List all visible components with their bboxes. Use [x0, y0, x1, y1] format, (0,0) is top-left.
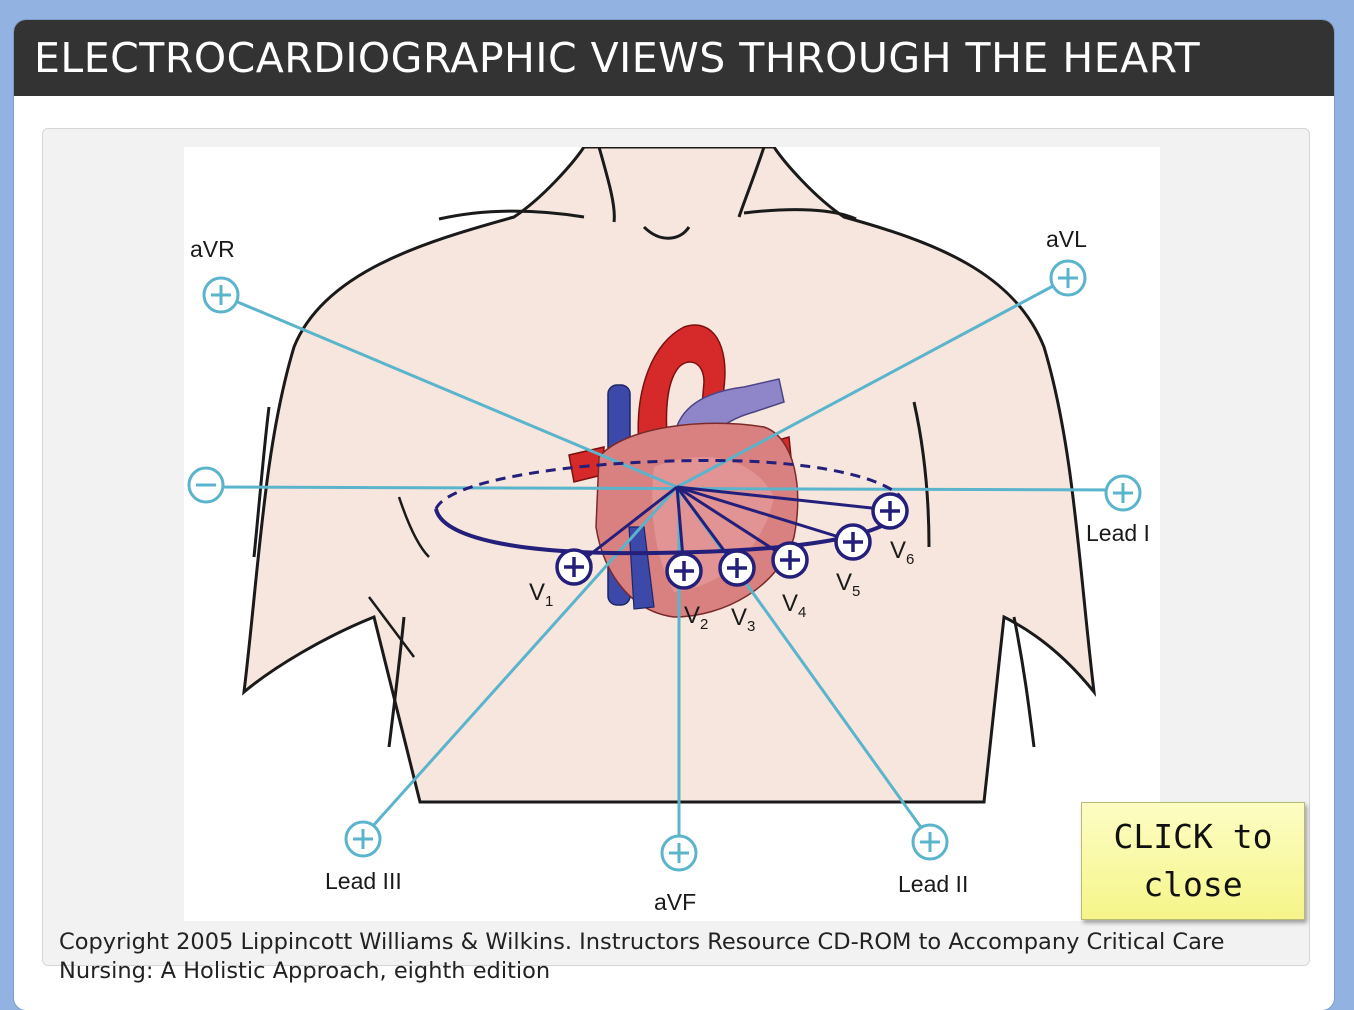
dialog-title: ELECTROCARDIOGRAPHIC VIEWS THROUGH THE H… — [34, 34, 1201, 82]
avf-electrode-icon[interactable] — [660, 834, 698, 872]
avl-label: aVL — [1046, 226, 1087, 252]
arm-contour-right — [1012, 616, 1036, 748]
lead-ii-electrode-icon[interactable] — [911, 823, 949, 861]
v5-line — [676, 485, 853, 543]
copyright-notice: Copyright 2005 Lippincott Williams & Wil… — [59, 929, 1225, 984]
v2-electrode-icon[interactable] — [665, 552, 703, 590]
horizontal-plane-solid — [434, 505, 908, 556]
v1-label: V1 — [529, 579, 553, 610]
neck-left-line — [597, 147, 616, 223]
close-button[interactable]: CLICK to close — [1081, 802, 1305, 920]
lead-ii-label: Lead II — [898, 871, 968, 897]
v6-label: V6 — [890, 537, 914, 568]
ecg-dialog: ELECTROCARDIOGRAPHIC VIEWS THROUGH THE H… — [14, 20, 1334, 1010]
avr-label: aVR — [190, 236, 235, 262]
lead-i-electrode-icon[interactable] — [1104, 474, 1142, 512]
avr-axis — [220, 293, 678, 489]
ecg-diagram: aVR aVL Lead I Lead III aVF Lead II V1 V… — [184, 147, 1160, 921]
v5-label: V5 — [836, 569, 860, 600]
v1-electrode-icon[interactable] — [555, 548, 593, 586]
v6-line — [676, 485, 891, 512]
v1-line — [573, 485, 678, 569]
sternal-notch — [642, 225, 691, 240]
v5-electrode-icon[interactable] — [834, 523, 872, 561]
avr-electrode-icon[interactable] — [202, 276, 240, 314]
descending-vena-cava — [628, 526, 655, 610]
axilla-left — [252, 406, 271, 558]
v2-label: V2 — [684, 602, 708, 633]
lead-i-label: Lead I — [1086, 520, 1150, 546]
avl-electrode-icon[interactable] — [1049, 259, 1087, 297]
v4-label: V4 — [782, 590, 806, 621]
lead-i-axis — [205, 485, 1125, 492]
lead-i-negative-icon[interactable] — [187, 466, 225, 504]
close-button-line2: close — [1143, 865, 1243, 904]
clavicle-left — [438, 209, 585, 221]
lead-iii-axis — [361, 485, 679, 839]
arm-contour-left — [387, 616, 406, 748]
v4-line — [676, 485, 791, 562]
content-panel: aVR aVL Lead I Lead III aVF Lead II V1 V… — [42, 128, 1310, 966]
avf-label: aVF — [654, 889, 696, 915]
dialog-title-bar: ELECTROCARDIOGRAPHIC VIEWS THROUGH THE H… — [14, 20, 1334, 96]
chest-contour-left — [397, 496, 430, 558]
lead-iii-electrode-icon[interactable] — [344, 820, 382, 858]
avl-axis — [676, 276, 1069, 489]
lead-iii-label: Lead III — [325, 868, 402, 894]
close-button-line1: CLICK to — [1113, 817, 1273, 856]
neck-right-line — [737, 147, 766, 218]
v4-electrode-icon[interactable] — [771, 541, 809, 579]
v3-electrode-icon[interactable] — [718, 549, 756, 587]
chest-contour-right — [367, 596, 416, 658]
ecg-diagram-svg: aVR aVL Lead I Lead III aVF Lead II V1 V… — [187, 147, 1150, 915]
close-button-text: CLICK to close — [1114, 813, 1273, 909]
v6-electrode-icon[interactable] — [871, 492, 909, 530]
v3-label: V3 — [731, 604, 755, 635]
axilla-right — [912, 401, 931, 548]
clavicle-right — [743, 208, 857, 221]
